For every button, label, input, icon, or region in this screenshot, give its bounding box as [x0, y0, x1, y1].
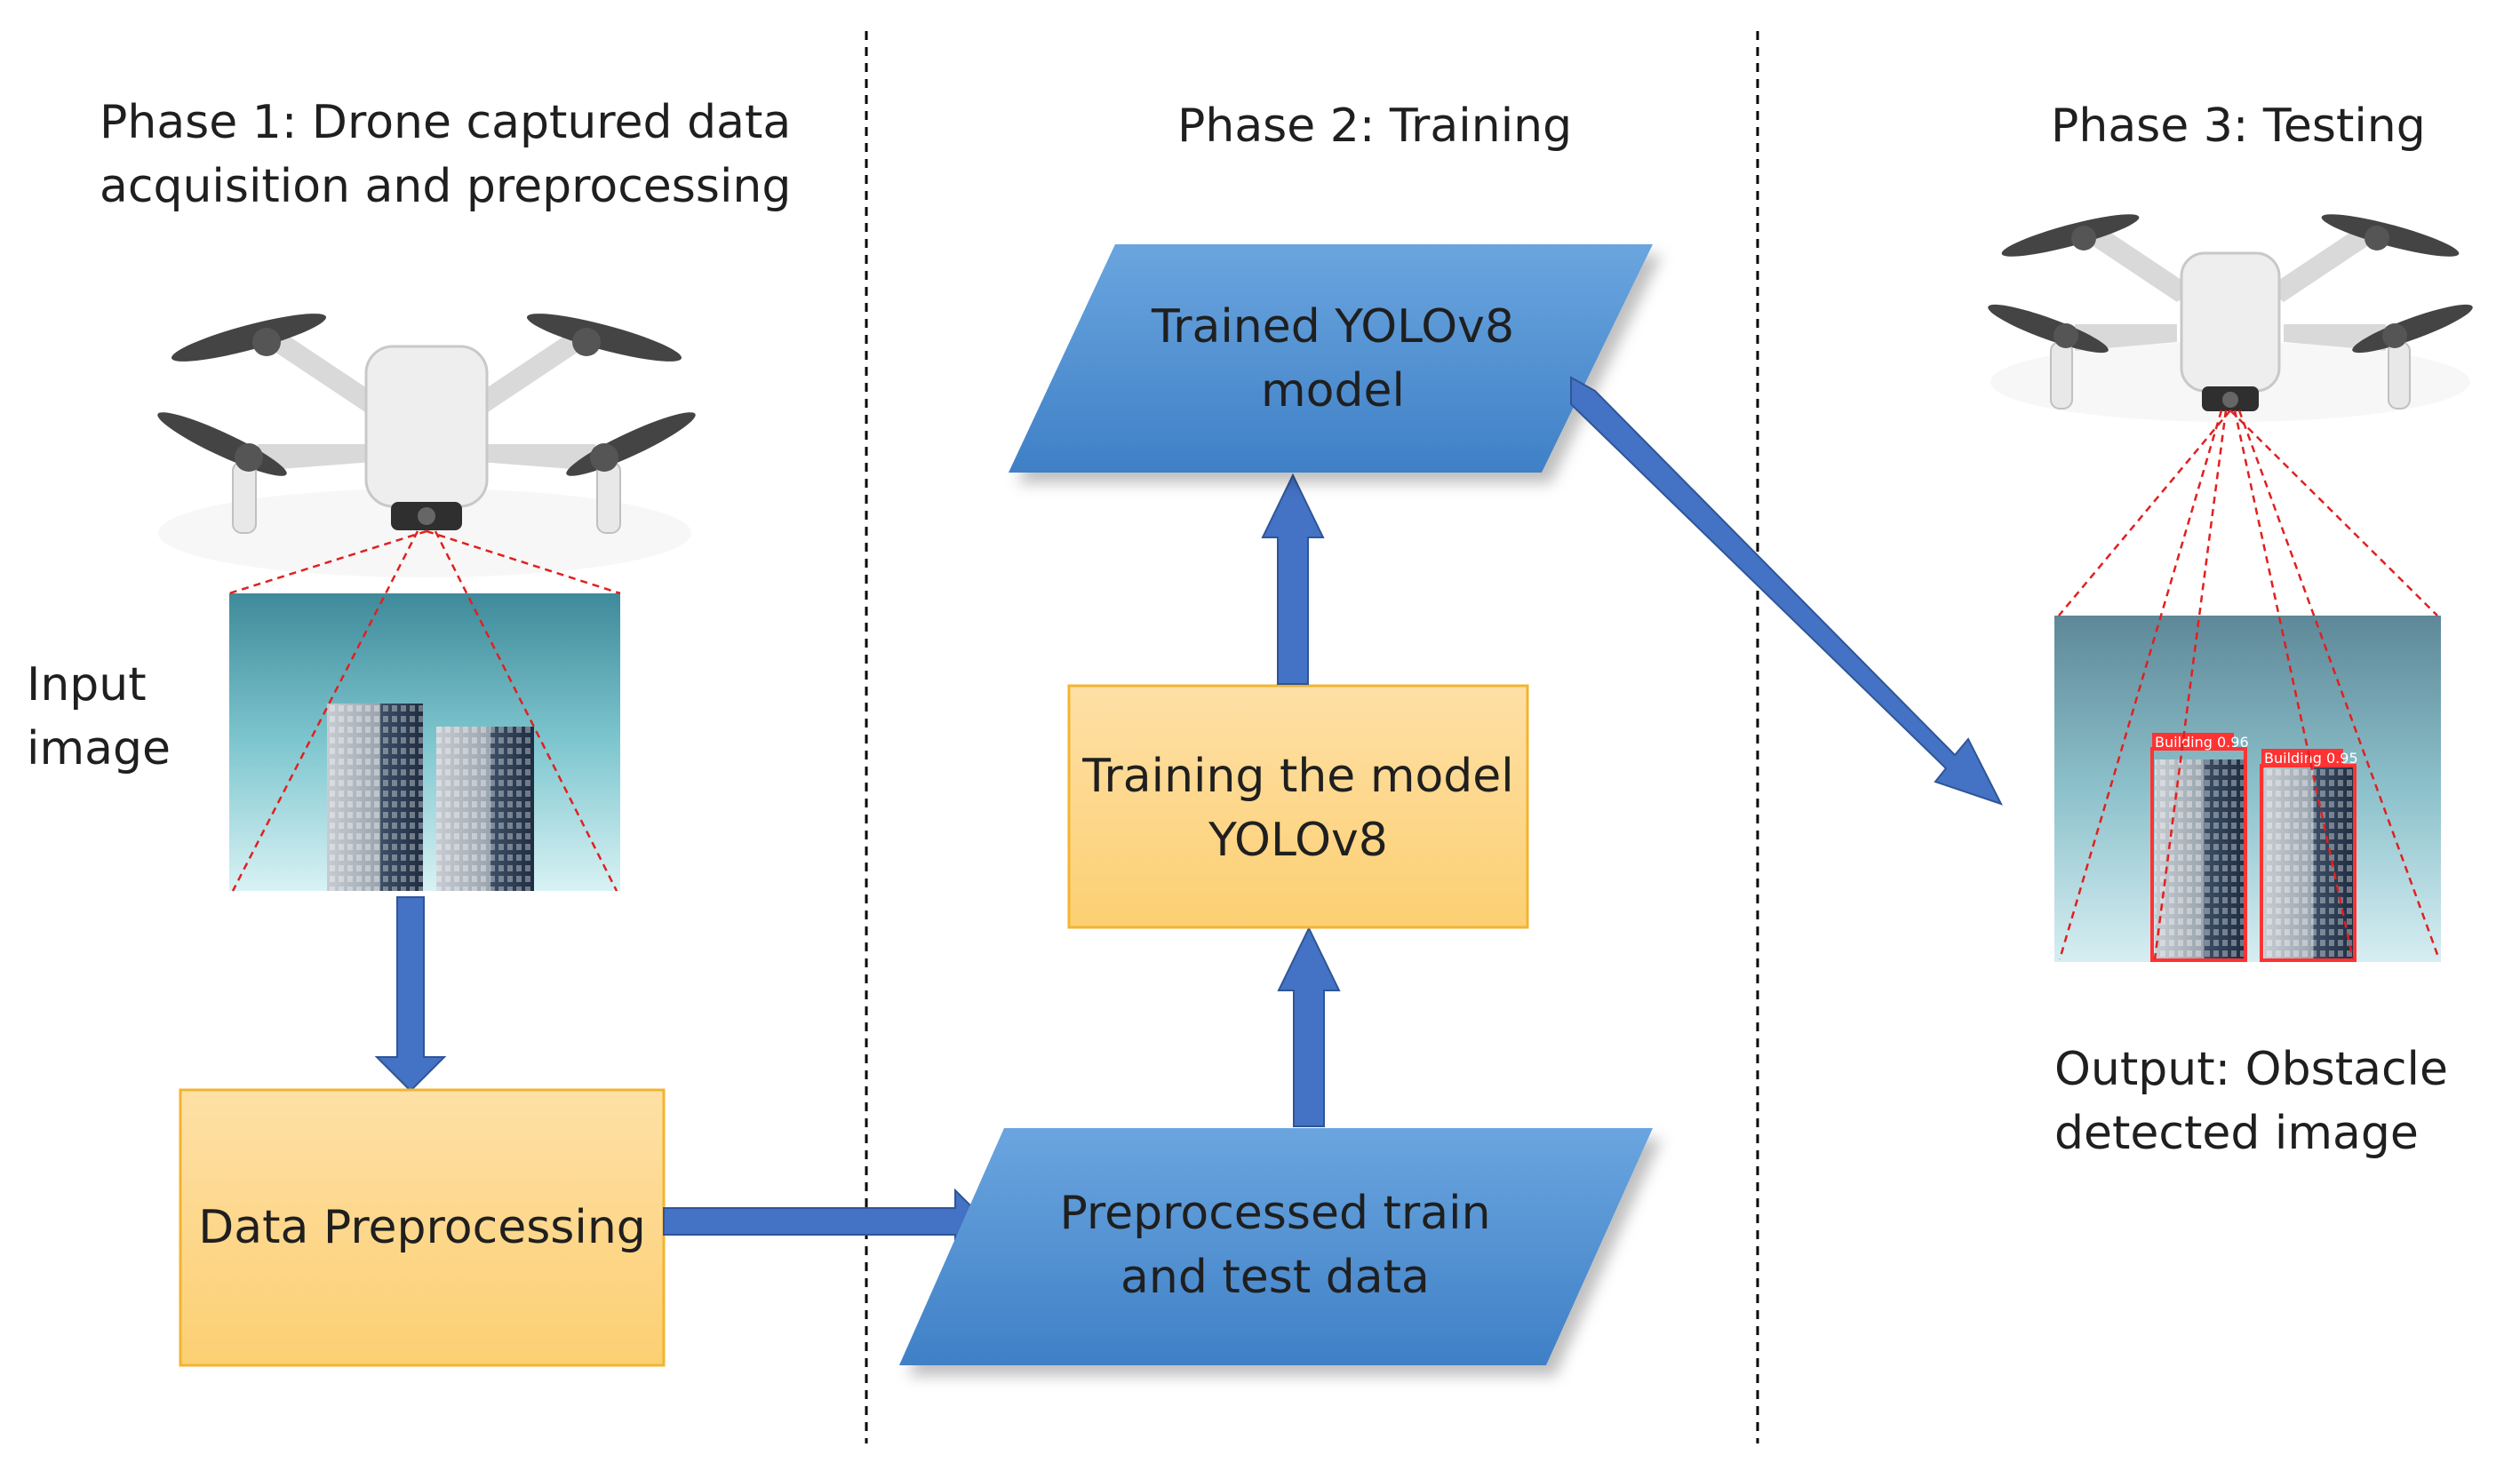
trained-model-label-line1: Trained YOLOv8: [1151, 300, 1515, 354]
camera-fov-lines-left: [228, 529, 621, 892]
output-image: Building 0.96 Building 0.95: [2054, 616, 2441, 962]
trained-model-box: [1009, 244, 1653, 473]
phase1-heading-line1: Phase 1: Drone captured data: [100, 96, 792, 149]
training-box: [1067, 684, 1529, 929]
drone-right-icon: [1988, 214, 2473, 422]
training-label-line2: YOLOv8: [1208, 814, 1388, 867]
drone-left-icon: [157, 314, 696, 577]
camera-fov-lines-right: [2058, 409, 2441, 960]
input-image: [229, 593, 620, 891]
training-label-line1: Training the model: [1082, 750, 1514, 803]
detection-label-1: Building 0.96: [2155, 734, 2249, 751]
output-label-line2: detected image: [2054, 1107, 2419, 1160]
phase3-heading: Phase 3: Testing: [2051, 99, 2426, 153]
preprocessed-data-label-line2: and test data: [1120, 1251, 1430, 1304]
preprocessed-data-box: [899, 1128, 1653, 1365]
output-label-line1: Output: Obstacle: [2054, 1043, 2448, 1096]
arrow-up-training: [1277, 926, 1341, 1127]
input-label-line1: Input: [27, 658, 147, 712]
arrow-right-preprocess: [663, 1188, 988, 1255]
input-label-line2: image: [27, 722, 171, 775]
arrow-up-trained: [1261, 473, 1325, 685]
phase1-heading-line2: acquisition and preprocessing: [100, 160, 792, 213]
arrow-diagonal-testing: [1570, 376, 2003, 806]
arrow-down-input: [374, 896, 447, 1093]
data-preprocessing-label: Data Preprocessing: [198, 1201, 646, 1254]
preprocessed-data-label-line1: Preprocessed train: [1059, 1187, 1491, 1240]
data-preprocessing-box: [179, 1088, 666, 1367]
trained-model-label-line2: model: [1261, 364, 1405, 417]
phase2-heading: Phase 2: Training: [1177, 99, 1573, 153]
detection-label-2: Building 0.95: [2264, 750, 2358, 767]
